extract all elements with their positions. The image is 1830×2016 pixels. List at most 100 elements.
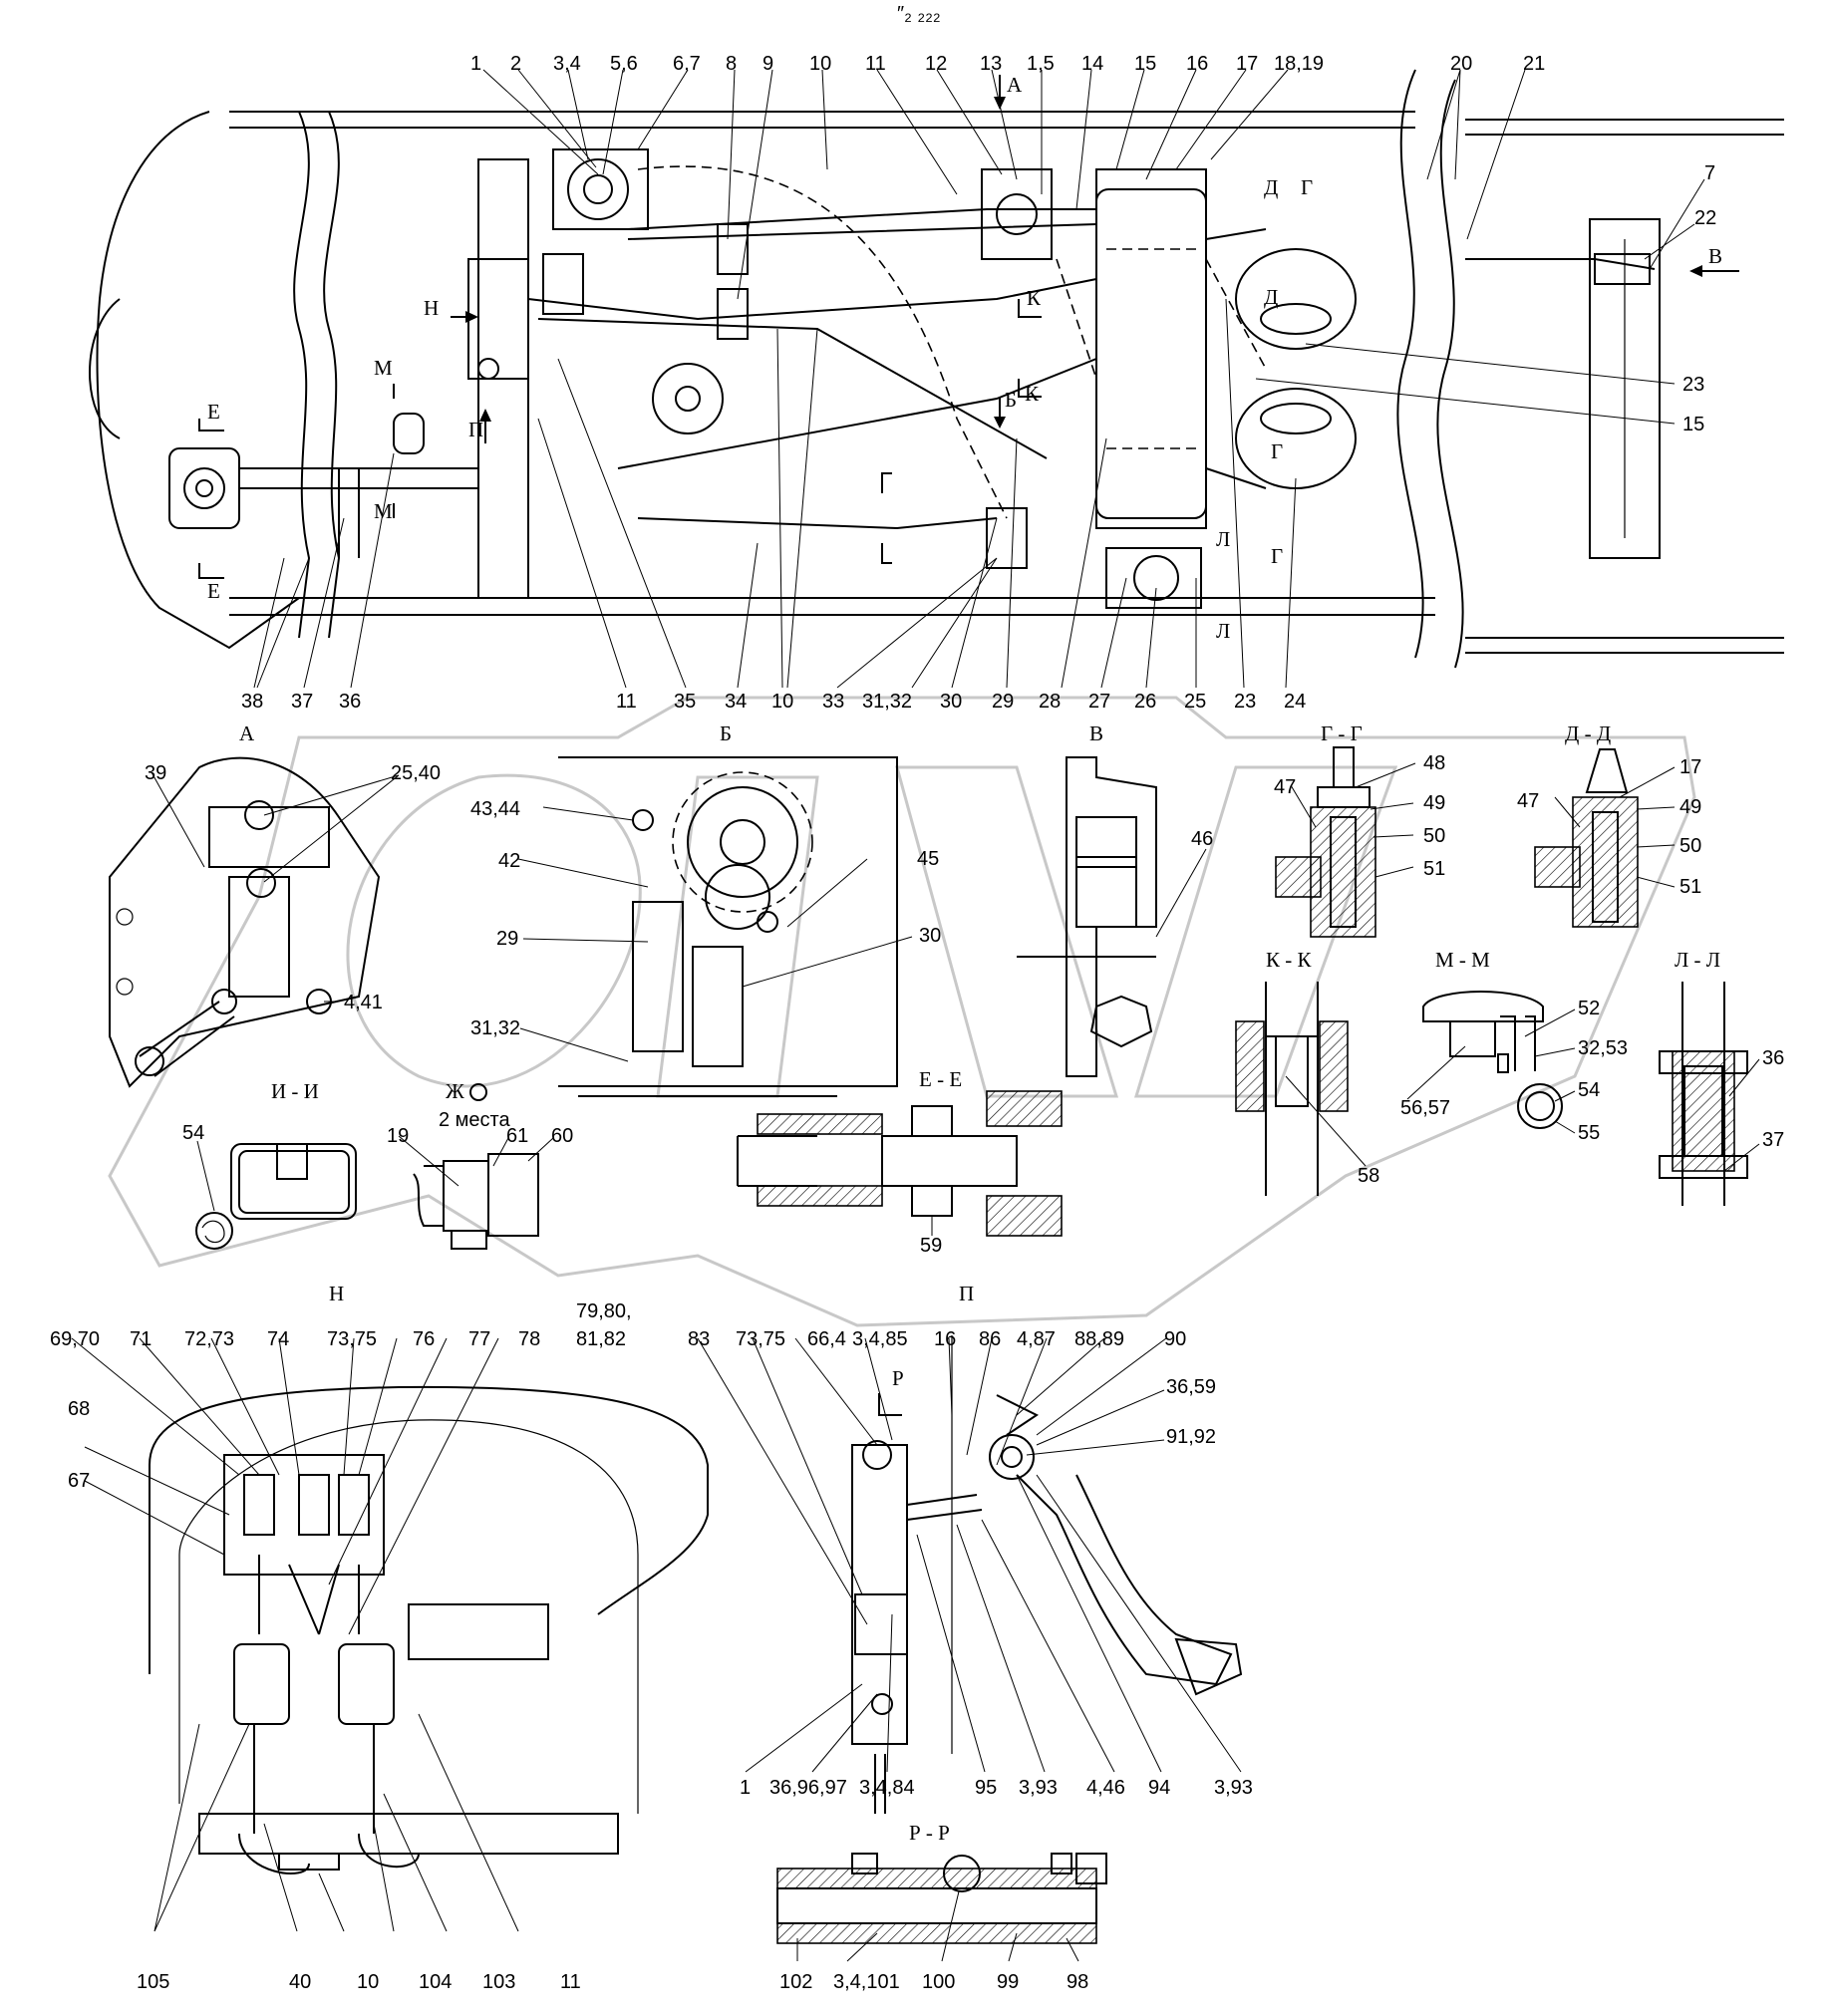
- callout: 79,80,: [576, 1300, 632, 1322]
- callout: 15: [1134, 53, 1156, 75]
- callout: 78: [518, 1328, 540, 1350]
- callout: 81,82: [576, 1328, 626, 1350]
- view-title-r-r: Р - Р: [909, 1821, 950, 1845]
- callout: 47: [1274, 776, 1296, 798]
- callout: 30: [919, 925, 941, 947]
- callout: 25,40: [391, 762, 441, 784]
- view-title-g-g: Г - Г: [1321, 721, 1363, 745]
- arrow-label-m1: М: [374, 356, 393, 380]
- callout: 29: [992, 691, 1014, 713]
- arrow-label-d1: Д: [1264, 175, 1278, 199]
- callout: 3,4,85: [852, 1328, 908, 1350]
- callout: 98: [1067, 1971, 1088, 1993]
- callout: 13: [980, 53, 1002, 75]
- callout: 26: [1134, 691, 1156, 713]
- callout: 91,92: [1166, 1426, 1216, 1448]
- callout: 49: [1679, 796, 1701, 818]
- view-title-v: В: [1089, 721, 1103, 745]
- callout: 11: [616, 691, 637, 713]
- callout: 25: [1184, 691, 1206, 713]
- view-title-n: Н: [329, 1282, 344, 1305]
- callout: 95: [975, 1777, 997, 1799]
- callout: 18,19: [1274, 53, 1324, 75]
- callout: 83: [688, 1328, 710, 1350]
- callout: 5,6: [610, 53, 638, 75]
- arrow-label-r: Р: [892, 1366, 904, 1390]
- arrow-label-e2: Е: [207, 579, 220, 603]
- view-title-k-k: К - К: [1266, 948, 1313, 972]
- callout: 22: [1694, 207, 1716, 229]
- arrow-label-a: А: [1007, 73, 1023, 97]
- main-right-labels: 7 22 23 15: [1682, 162, 1716, 435]
- arrow-label-p: П: [468, 418, 483, 441]
- callout: 32,53: [1578, 1037, 1628, 1059]
- arrow-label-k1: К: [1027, 286, 1042, 310]
- main-top-labels: 1 2 3,4 5,6 6,7 8 9 10 11 12 13 1,5 14 1…: [470, 53, 1545, 75]
- header-mark: ″₂ ₂₂₂: [897, 3, 941, 25]
- callout: 56,57: [1400, 1097, 1450, 1119]
- main-bottom-labels: 38 37 36 11 35 34 10 33 31,32 30 29 28 2…: [241, 691, 1306, 713]
- callout: 30: [940, 691, 962, 713]
- arrow-label-d2: Д: [1264, 285, 1278, 309]
- view-i-i: И - И 54: [182, 1079, 357, 1250]
- callout: 23: [1682, 374, 1704, 396]
- callout: 10: [809, 53, 831, 75]
- view-g-g: Г - Г 48 47 49 50 51: [1274, 721, 1445, 938]
- callout: 58: [1358, 1165, 1379, 1187]
- view-r-r: Р - Р 102 3,4,101 100 99 98: [776, 1821, 1107, 1993]
- callout: 69,70: [50, 1328, 100, 1350]
- view-title-d-d: Д - Д: [1565, 721, 1611, 745]
- callout: 74: [267, 1328, 289, 1350]
- callout: 21: [1523, 53, 1545, 75]
- view-k-k: К - К 58: [1235, 948, 1379, 1196]
- view-title-a: А: [239, 721, 255, 745]
- callout: 60: [551, 1125, 573, 1147]
- callout: 11: [560, 1971, 581, 1993]
- view-title-b: Б: [720, 721, 732, 745]
- view-note-zh: 2 места: [439, 1109, 510, 1131]
- callout: 36: [1762, 1047, 1784, 1069]
- view-p: П 83 73,75 66,4 3,4,85 16 86 4,87 88,89 …: [688, 1282, 1253, 1814]
- callout: 45: [917, 848, 939, 870]
- callout: 8: [726, 53, 737, 75]
- callout: 3,93: [1214, 1777, 1253, 1799]
- callout: 27: [1088, 691, 1110, 713]
- callout: 59: [920, 1235, 942, 1257]
- view-zh: Ж 2 места 19 61 60: [387, 1079, 573, 1250]
- callout: 38: [241, 691, 263, 713]
- callout: 12: [925, 53, 947, 75]
- callout: 43,44: [470, 798, 520, 820]
- callout: 48: [1423, 752, 1445, 774]
- callout: 36,59: [1166, 1376, 1216, 1398]
- callout: 90: [1164, 1328, 1186, 1350]
- view-a: А 39 25,40 4,41: [109, 721, 441, 1088]
- callout: 34: [725, 691, 747, 713]
- callout: 54: [1578, 1079, 1600, 1101]
- callout: 72,73: [184, 1328, 234, 1350]
- callout: 19: [387, 1125, 409, 1147]
- callout: 28: [1039, 691, 1061, 713]
- callout: 104: [419, 1971, 452, 1993]
- arrow-label-e1: Е: [207, 400, 220, 424]
- callout: 105: [137, 1971, 169, 1993]
- callout: 76: [413, 1328, 435, 1350]
- callout: 31,32: [470, 1017, 520, 1039]
- callout: 24: [1284, 691, 1306, 713]
- callout: 94: [1148, 1777, 1170, 1799]
- callout: 14: [1081, 53, 1103, 75]
- callout: 46: [1191, 828, 1213, 850]
- callout: 4,41: [344, 992, 383, 1013]
- callout: 103: [482, 1971, 515, 1993]
- view-m-m: М - М 52 32,53 56,57 54 55: [1400, 948, 1628, 1144]
- leader-lines-main: [253, 69, 1705, 689]
- callout: 4,46: [1086, 1777, 1125, 1799]
- callout: 51: [1423, 858, 1445, 880]
- arrow-label-g1: Г: [1301, 175, 1313, 199]
- callout: 3,4,101: [833, 1971, 900, 1993]
- callout: 10: [357, 1971, 379, 1993]
- callout: 10: [771, 691, 793, 713]
- view-title-e-e: Е - Е: [919, 1067, 962, 1091]
- callout: 4,87: [1017, 1328, 1056, 1350]
- callout: 61: [506, 1125, 528, 1147]
